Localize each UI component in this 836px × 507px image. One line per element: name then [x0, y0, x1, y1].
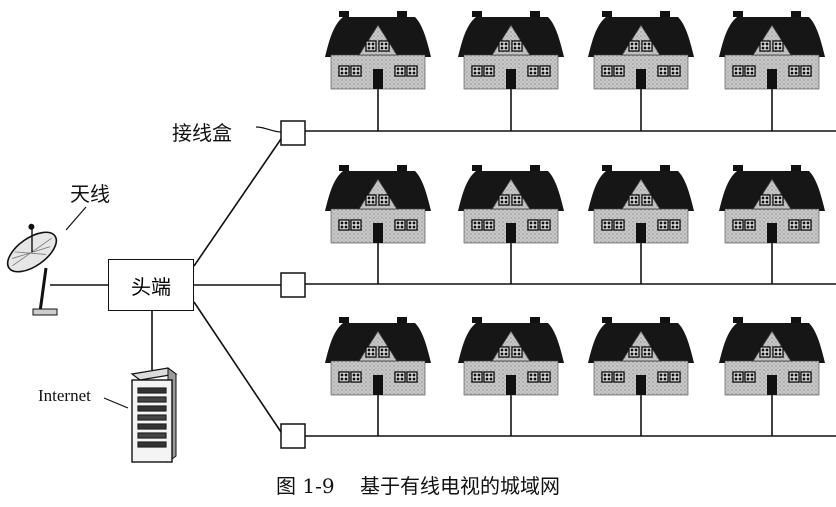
house-icon [458, 165, 564, 243]
house-icon [588, 165, 694, 243]
house-icon [458, 11, 564, 89]
junction-box-icon [280, 423, 306, 449]
house-icon [325, 317, 431, 395]
junction-box-icon [280, 120, 306, 146]
house-drops [377, 89, 773, 436]
house-icon [588, 317, 694, 395]
house-icon [325, 11, 431, 89]
cable-bottom [193, 301, 282, 433]
cable-top [193, 138, 282, 267]
house-icon [588, 11, 694, 89]
satellite-dish-icon [6, 223, 58, 316]
antenna-leader-line [65, 206, 87, 231]
house-icon [325, 165, 431, 243]
server-tower-icon [103, 367, 178, 463]
headend-box: 头端 [108, 259, 194, 311]
headend-label: 头端 [131, 274, 171, 299]
antenna-label: 天线 [70, 182, 110, 206]
internet-label: Internet [38, 386, 91, 405]
figure-caption: 图 1-9 基于有线电视的城域网 [276, 474, 560, 498]
house-icon [719, 317, 825, 395]
house-icon [719, 11, 825, 89]
house-icon [719, 165, 825, 243]
junction-box-label: 接线盒 [172, 121, 232, 145]
junction-box-icon [280, 272, 306, 298]
junction-leader-line [255, 126, 282, 133]
house-icon [458, 317, 564, 395]
